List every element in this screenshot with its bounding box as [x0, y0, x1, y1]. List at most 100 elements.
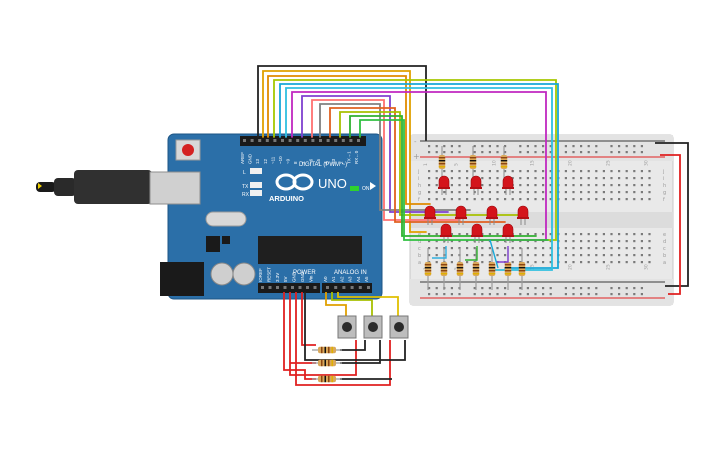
resistor-bottom-3[interactable] — [456, 248, 464, 290]
column-number: 15 — [529, 264, 535, 270]
digital-pin-label: 13 — [255, 158, 260, 164]
led-8[interactable] — [440, 223, 452, 243]
breadboard-holes — [428, 145, 651, 296]
l-label: L — [243, 170, 246, 176]
digital-pin-label: AREF — [240, 152, 245, 164]
resistor-bottom-7[interactable] — [518, 248, 526, 290]
usb-port — [149, 171, 201, 205]
column-number: 30 — [643, 160, 649, 166]
resistor-bottom-1[interactable] — [424, 248, 432, 290]
column-number: 20 — [567, 160, 573, 166]
row-letter: i — [418, 176, 419, 182]
led-10[interactable] — [502, 223, 514, 243]
power-pin-label: GND — [300, 271, 305, 282]
row-letter: h — [663, 183, 666, 189]
analog-label: ANALOG IN — [334, 270, 367, 276]
row-letter: f — [418, 197, 420, 203]
digital-pin-label: 7 — [301, 161, 306, 164]
column-number: 30 — [643, 264, 649, 270]
row-letter: j — [662, 169, 664, 175]
row-letter: i — [663, 176, 664, 182]
on-led — [350, 186, 359, 191]
power-label: POWER — [293, 270, 316, 276]
analog-pin-label: A4 — [356, 276, 361, 282]
column-number: 25 — [605, 264, 611, 270]
resistor-bottom-4[interactable] — [472, 248, 480, 290]
led-jumper-wire — [432, 246, 447, 259]
analog-pin-label: A0 — [323, 276, 328, 282]
digital-pin-label: ~5 — [316, 158, 321, 164]
row-letter: j — [417, 169, 419, 175]
row-letter: c — [418, 246, 421, 252]
rail-plus-label: + — [413, 152, 420, 161]
digital-pin-label: 8 — [293, 161, 298, 164]
resistor-bottom-5[interactable] — [488, 248, 496, 290]
pull-down-resistor-1[interactable] — [312, 346, 342, 354]
arduino-logo-text: ARDUINO — [269, 194, 304, 203]
column-number: 25 — [605, 160, 611, 166]
row-letter: a — [418, 260, 421, 266]
led-6[interactable] — [486, 205, 498, 225]
row-letter: b — [663, 253, 666, 259]
analog-pin-label: A5 — [364, 276, 369, 282]
led-jumper-wire — [489, 239, 499, 269]
resistors-top — [438, 146, 508, 178]
arduino-uno-board[interactable]: ARDUINO UNO DIGITAL (PWM ~) POWER ANALOG… — [149, 133, 383, 300]
power-pin-label: 5V — [283, 276, 288, 282]
led-4[interactable] — [424, 205, 436, 225]
digital-pin-label: ~6 — [308, 158, 313, 164]
led-3[interactable] — [502, 175, 514, 195]
power-pin-label: GND — [292, 271, 297, 282]
analog-pin-label: A2 — [339, 276, 344, 282]
power-pin-label: Vin — [308, 275, 313, 282]
atmega-chip — [258, 236, 362, 264]
digital-pin-label: GND — [248, 153, 253, 164]
row-letter: h — [418, 183, 421, 189]
reset-button[interactable] — [182, 144, 194, 156]
power-pin-label: 3.3V — [275, 273, 280, 282]
leds — [424, 175, 529, 243]
push-button-3[interactable] — [389, 315, 409, 339]
resistor-top-3[interactable] — [500, 146, 508, 178]
digital-pin-label: 12 — [263, 158, 268, 164]
led-jumper-wire — [497, 246, 509, 263]
row-letter: g — [418, 190, 421, 196]
led-jumpers — [432, 239, 509, 269]
pull-down-resistor-2[interactable] — [312, 359, 342, 367]
resistor-bottom-2[interactable] — [440, 248, 448, 290]
arduino-logo — [275, 173, 314, 191]
rail-wires — [655, 142, 689, 295]
power-pin-label: RESET — [266, 267, 271, 282]
row-letter: d — [418, 239, 421, 245]
analog-pin-label: A3 — [348, 276, 353, 282]
resistor-top-2[interactable] — [469, 146, 477, 178]
digital-pin-label: ~9 — [286, 158, 291, 164]
digital-pin-label: 4 — [324, 161, 329, 164]
led-5[interactable] — [455, 205, 467, 225]
digital-pin-label: ~3 — [331, 158, 336, 164]
push-button-2[interactable] — [363, 315, 383, 339]
resistor-top-1[interactable] — [438, 146, 446, 178]
pull-down-resistor-3[interactable] — [312, 375, 342, 383]
row-letter: f — [663, 197, 665, 203]
capacitor-1 — [210, 262, 234, 286]
column-number: 5 — [453, 163, 459, 166]
resistors-bottom — [424, 248, 526, 290]
column-number: 5 — [453, 267, 459, 270]
crystal — [205, 211, 247, 227]
led-1[interactable] — [438, 175, 450, 195]
push-button-1[interactable] — [337, 315, 357, 339]
led-jumper-wire — [465, 246, 478, 261]
digital-pin-label: TX→1 — [346, 151, 351, 164]
power-pin-label: IOREF — [258, 268, 263, 282]
digital-pin-label: ~11 — [270, 156, 275, 164]
digital-label: DIGITAL (PWM ~) — [299, 162, 347, 168]
on-label: ON — [362, 186, 370, 192]
led-2[interactable] — [470, 175, 482, 195]
led-9[interactable] — [471, 223, 483, 243]
led-7[interactable] — [517, 205, 529, 225]
